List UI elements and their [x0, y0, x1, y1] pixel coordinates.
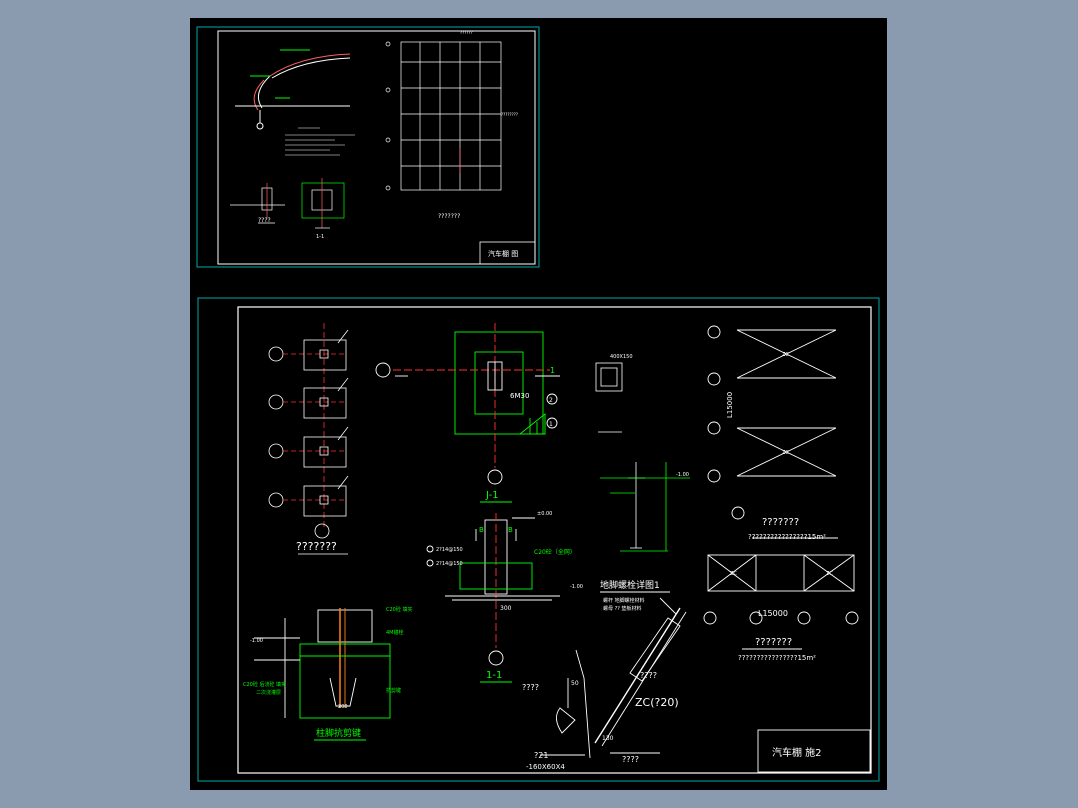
- label-anchor-note-1: 螺杆 地脚螺栓材料: [603, 597, 645, 604]
- label-foot-title: 柱脚抗剪键: [316, 727, 361, 739]
- label-b-left: B: [479, 526, 484, 534]
- grid-note-top: ??????: [460, 30, 473, 35]
- bottom-sheet: ??????? 6M30 1 2 1 J-1: [197, 297, 880, 782]
- label-dim-50: 50: [571, 680, 579, 687]
- label-anchor-bolt: 4M锚栓: [386, 629, 404, 636]
- label-grid-2: 2: [549, 397, 553, 404]
- label-sec1-right: 1: [550, 366, 555, 375]
- label-anchor-note-2: 螺母 ?? 垫板材料: [603, 605, 642, 612]
- top-question-plan: ???????: [438, 213, 460, 220]
- label-q3: ????: [622, 755, 639, 764]
- label-grout: 二次浇灌层: [256, 689, 281, 696]
- plan-b-note: ????????????????15m²: [738, 654, 816, 662]
- bottom-title-block: [757, 729, 871, 773]
- bracing-elevation-a: [707, 325, 838, 539]
- plan-a-note: ????????????????15m²: [748, 533, 826, 541]
- label-sec-1-1: 1-1: [486, 670, 502, 681]
- label-anchor-1: 2?14@150: [436, 547, 463, 553]
- label-span-a: L15000: [726, 392, 734, 418]
- label-dim-ground: -1.00: [570, 584, 583, 590]
- footing-plan-title: ???????: [296, 540, 337, 553]
- label-c20-fill: C20砼 填实: [386, 606, 412, 613]
- label-anchor-2: 2?14@150: [436, 561, 463, 567]
- grid-note-right: ????????: [501, 112, 518, 117]
- top-title-block: [479, 241, 536, 265]
- label-b-right: B: [508, 526, 513, 534]
- label-minus-100-left: -1.00: [250, 638, 263, 644]
- shear-key-detail: [254, 608, 391, 719]
- top-title-block-text: 汽车棚 图: [488, 249, 518, 258]
- top-sheet: ???? 1-1 ?????? ???????? ??????? 汽车棚 图: [196, 26, 540, 268]
- label-zc-b2: ZC: [826, 571, 833, 577]
- top-sheet-inner-border: [217, 30, 536, 265]
- label-zc-a2: ZC: [782, 450, 789, 456]
- label-anchor-title: 地脚螺栓详图1: [600, 579, 660, 591]
- label-zc-a1: ZC: [782, 352, 789, 358]
- label-dim-130: 130: [602, 735, 614, 742]
- label-zc-b1: ZC: [730, 571, 737, 577]
- label-c20: C20砼（全网）: [534, 548, 576, 556]
- label-minus-100-right: -1.00: [676, 472, 689, 478]
- label-plate: -160X60X4: [526, 763, 565, 771]
- bottom-sheet-inner-border: [237, 306, 872, 774]
- top-foundation-details: [230, 178, 345, 229]
- top-notes: [285, 127, 355, 156]
- label-q2: ????: [640, 671, 657, 680]
- top-section-1-1: 1-1: [316, 234, 324, 240]
- label-zc: ZC(?20): [635, 696, 679, 709]
- plan-a-title: ???????: [762, 517, 799, 528]
- label-c20-left: C20砼 后浇砼 填实: [243, 681, 286, 688]
- bottom-title-block-text: 汽车棚 施2: [772, 746, 822, 759]
- label-q1: ????: [522, 683, 539, 692]
- anchor-bolt-detail: [600, 462, 690, 552]
- label-400x150: 400X150: [610, 354, 633, 360]
- label-span-b: L15000: [758, 609, 788, 618]
- label-6m30: 6M30: [510, 392, 529, 400]
- top-sheet-outer-border: [196, 26, 540, 268]
- column-section: [595, 362, 623, 433]
- label-j1: J-1: [485, 490, 499, 501]
- bracing-elevation-b: [703, 554, 859, 650]
- label-grid-1: 1: [549, 421, 553, 428]
- plan-b-title: ???????: [755, 637, 792, 648]
- cad-drawing-canvas: ???? 1-1 ?????? ???????? ??????? 汽车棚 图: [190, 18, 887, 790]
- j1-detail: [375, 323, 560, 485]
- label-plus-0: ±0.00: [537, 511, 552, 517]
- section-1-1: [426, 513, 560, 666]
- roof-profile-detail: [235, 49, 351, 130]
- bottom-sheet-outer-border: [197, 297, 880, 782]
- label-q4: ?21: [534, 751, 548, 760]
- bracing-detail: [540, 597, 687, 759]
- footing-plan: [268, 323, 349, 555]
- label-dim-300: 300: [500, 605, 512, 612]
- top-question-left: ????: [258, 217, 271, 224]
- label-dim-200: 200: [338, 704, 348, 710]
- label-shear-key: 抗剪键: [386, 687, 401, 694]
- grid-plan: [385, 41, 502, 191]
